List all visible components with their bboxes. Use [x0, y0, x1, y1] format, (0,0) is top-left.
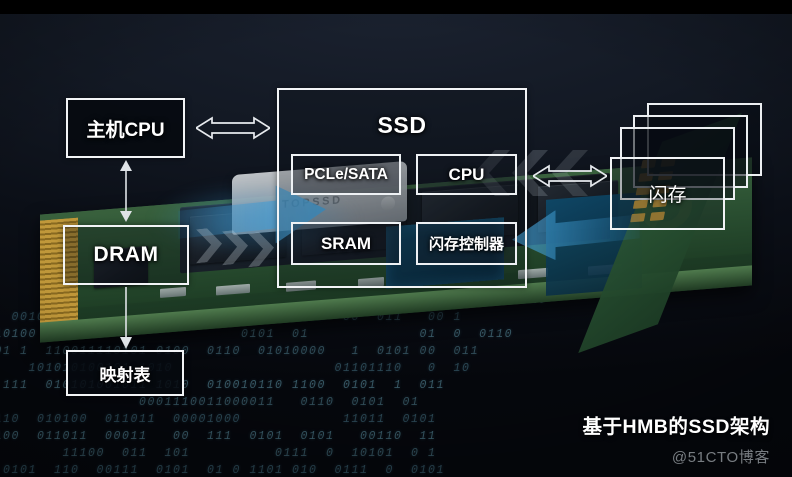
mapping-table-label: 映射表: [99, 365, 151, 385]
ssd-box[interactable]: SSD PCLe/SATA CPU SRAM 闪存控制器: [277, 88, 527, 288]
dram-label: DRAM: [93, 243, 159, 266]
host-cpu-box[interactable]: 主机CPU: [66, 98, 185, 158]
caption: 基于HMB的SSD架构: [582, 416, 770, 438]
host-cpu-label: 主机CPU: [86, 119, 165, 141]
background-top-band: [0, 0, 792, 14]
ssd-block-cpu-label: CPU: [448, 164, 485, 184]
dram-box[interactable]: DRAM: [63, 225, 189, 285]
flash-box[interactable]: 闪存: [610, 157, 725, 230]
connector-host-cpu-to-dram: [116, 160, 136, 222]
connector-host-cpu-to-ssd: [196, 115, 270, 141]
flash-label: 闪存: [648, 185, 687, 206]
ssd-block-flash-controller-label: 闪存控制器: [428, 236, 504, 253]
watermark: @51CTO博客: [671, 449, 770, 466]
ssd-block-pcie-sata[interactable]: PCLe/SATA: [291, 154, 401, 195]
mapping-table-box[interactable]: 映射表: [66, 350, 184, 396]
flash-stack-layer-2: [620, 127, 735, 200]
ssd-block-sram-label: SRAM: [320, 233, 372, 253]
ssd-block-pcie-sata-label: PCLe/SATA: [304, 165, 388, 183]
connector-dram-to-mapping-table: [116, 287, 136, 349]
ssd-block-cpu[interactable]: CPU: [416, 154, 517, 195]
ssd-block-flash-controller[interactable]: 闪存控制器: [416, 222, 517, 265]
ssd-block-sram[interactable]: SRAM: [291, 222, 401, 265]
connector-ssd-to-flash: [533, 163, 607, 189]
ssd-title: SSD: [377, 112, 427, 138]
